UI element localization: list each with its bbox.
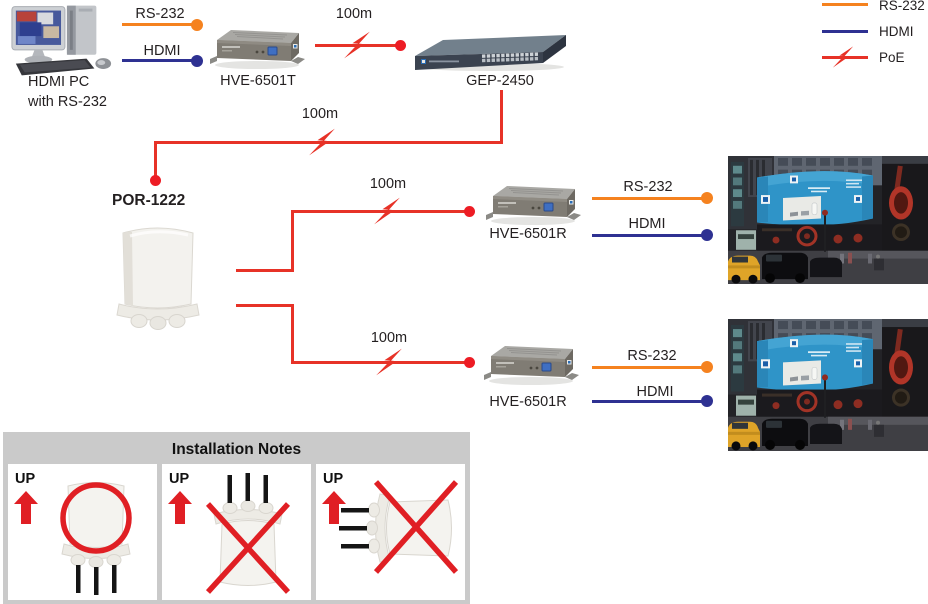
outdoor-unit-label: POR-1222 [112,192,186,209]
pc-hdmi-label: HDMI [143,43,181,59]
switch-label: GEP-2450 [466,73,534,89]
device-orientation-sideways [338,480,460,585]
transmitter-image [210,26,305,70]
poe-line-outdoor-rx1-c [291,210,471,213]
poe-endpoint-dot [464,357,475,368]
rs232-line-rx1 [592,197,706,200]
correct-circle-icon [60,482,132,554]
receiver2-label: HVE-6501R [489,394,567,410]
installation-cell-upside-down-wrong: UP [162,464,311,600]
poe-line-outdoor-drop [154,141,157,181]
poe-line-switch-drop [500,90,503,144]
legend-rs232-label: RS-232 [879,0,925,13]
rs232-line-pc [122,23,198,26]
poe-line-outdoor-rx1-b [291,210,294,272]
outdoor-unit-image [110,218,205,330]
poe-lightning-icon [335,31,379,59]
device-orientation-upright [40,476,152,603]
pc-label: HDMI PC with RS-232 [28,74,107,111]
installation-cell-upright-correct: UP [8,464,157,600]
rs232-endpoint-dot [701,361,713,373]
legend-poe-label: PoE [879,50,905,65]
up-label: UP [15,471,36,487]
billboard-photo-2 [728,319,928,451]
hdmi-line-rx2 [592,400,706,403]
hdmi-line-pc [122,59,198,62]
hdmi-endpoint-dot [701,395,713,407]
billboard-photo-1 [728,156,928,284]
poe-line-outdoor-rx1-a [236,269,294,272]
legend-rs232-line [822,3,868,6]
rx2-rs232-label: RS-232 [627,348,677,364]
wrong-cross-icon [373,480,459,574]
poe-line-outdoor-rx2-a [236,304,294,307]
receiver2-image [484,342,579,386]
poe-lightning-icon [826,46,860,68]
pc-image [8,2,116,80]
transmitter-label: HVE-6501T [220,73,296,89]
up-label: UP [323,471,344,487]
up-arrow-icon [168,491,192,530]
switch-outdoor-distance-label: 100m [301,106,339,122]
rs232-endpoint-dot [701,192,713,204]
installation-cell-sideways-wrong: UP [316,464,465,600]
poe-lightning-icon [367,348,411,376]
up-label: UP [169,471,190,487]
legend-hdmi-label: HDMI [879,24,914,39]
outdoor-rx1-distance-label: 100m [369,176,407,192]
poe-endpoint-dot [150,175,161,186]
device-orientation-upside-down [192,470,304,601]
hdmi-endpoint-dot [191,55,203,67]
pc-rs232-label: RS-232 [135,6,185,22]
poe-endpoint-dot [464,206,475,217]
poe-line-outdoor-rx2-c [291,361,471,364]
hdmi-endpoint-dot [701,229,713,241]
poe-lightning-icon [300,128,344,156]
receiver1-image [486,182,581,226]
hdmi-line-rx1 [592,234,706,237]
poe-line-outdoor-rx2-b [291,304,294,364]
up-arrow-icon [14,491,38,530]
switch-image [410,28,568,72]
poe-lightning-icon [365,197,409,225]
tx-switch-distance-label: 100m [335,6,373,22]
installation-notes-panel: Installation Notes UP [3,432,470,604]
legend-hdmi-line [822,30,868,33]
rx1-hdmi-label: HDMI [628,216,666,232]
wrong-cross-icon [205,502,291,594]
rx1-rs232-label: RS-232 [623,179,673,195]
rs232-endpoint-dot [191,19,203,31]
rs232-line-rx2 [592,366,706,369]
installation-notes-title: Installation Notes [171,441,302,458]
poe-line-switch-outdoor [154,141,503,144]
up-arrow-icon [322,491,346,530]
poe-endpoint-dot [395,40,406,51]
receiver1-label: HVE-6501R [489,226,567,242]
rx2-hdmi-label: HDMI [636,384,674,400]
outdoor-rx2-distance-label: 100m [370,330,408,346]
